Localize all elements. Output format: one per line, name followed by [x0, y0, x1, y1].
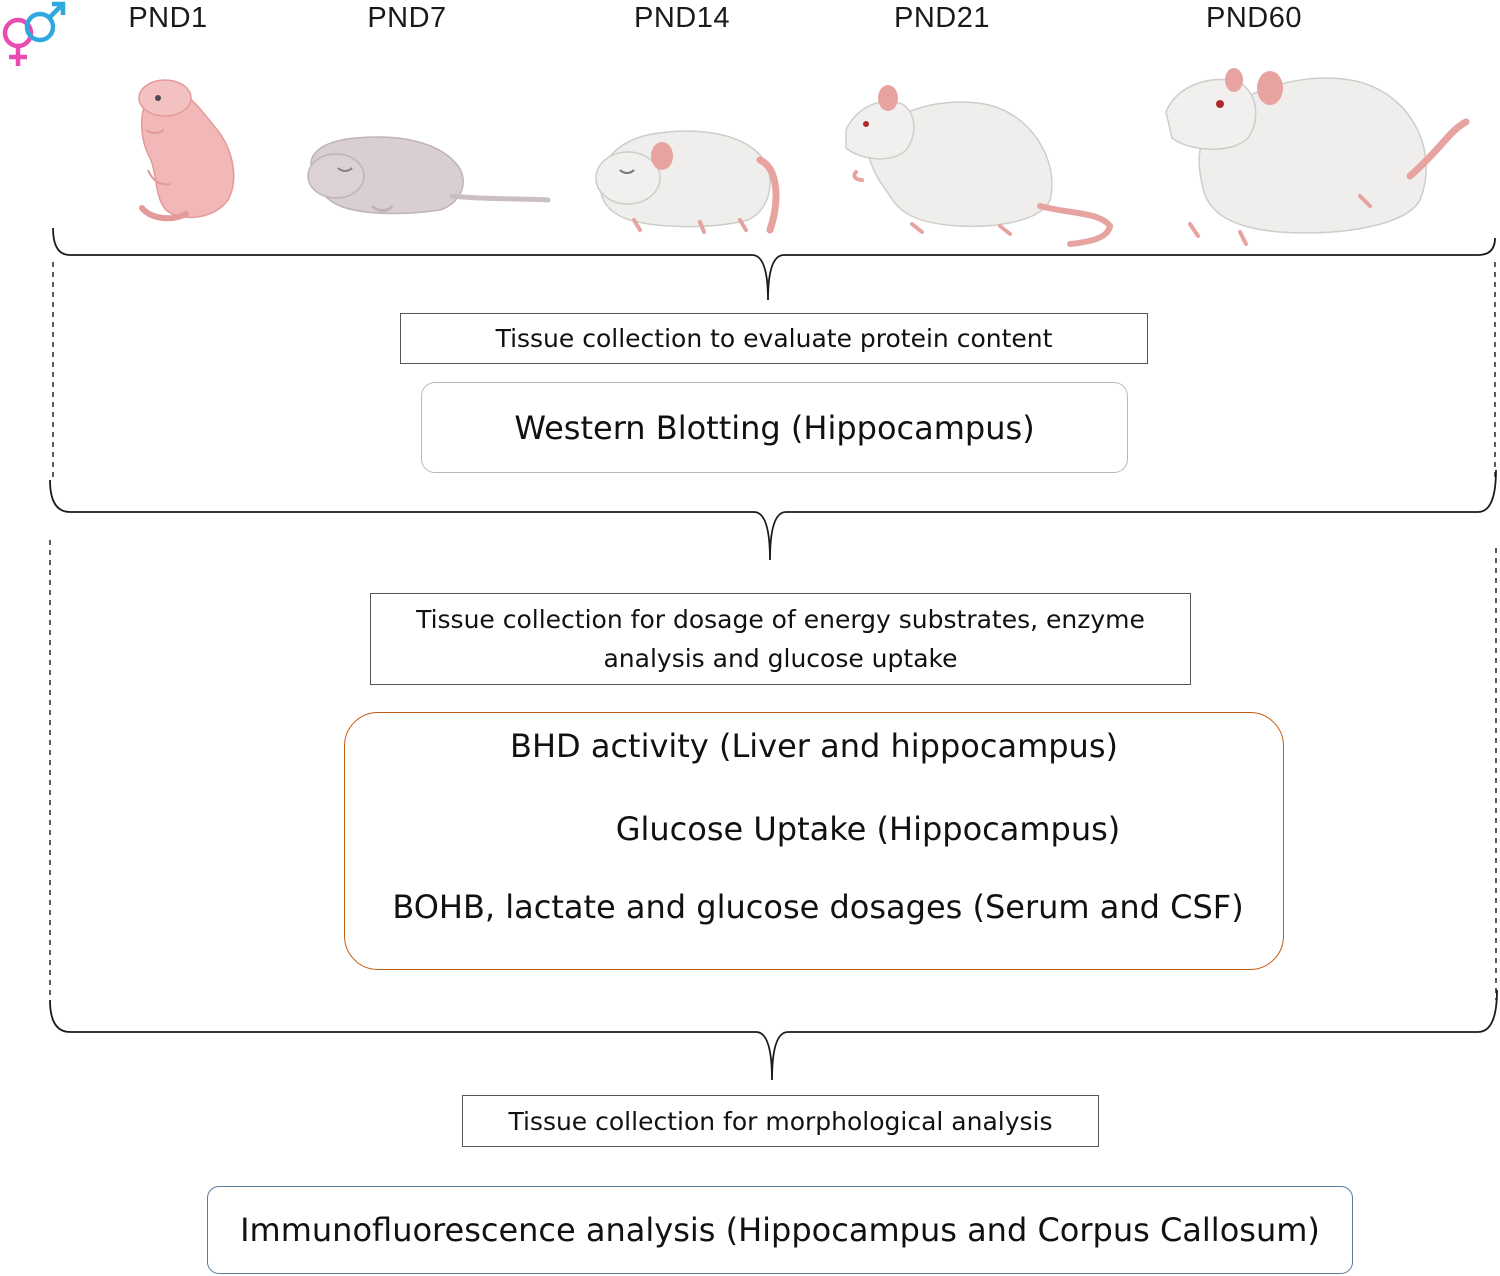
pnd21-rat-illustration: [845, 85, 1114, 247]
age-label-pnd1: PND1: [128, 2, 208, 34]
stage2-brace: [49, 989, 1498, 1081]
stage2-method-dosages: BOHB, lactate and glucose dosages (Serum…: [392, 888, 1244, 926]
stage1-method-label: Western Blotting (Hippocampus): [514, 408, 1035, 447]
pnd7-pup-illustration: [307, 136, 551, 215]
stage1-step-box: Tissue collection to evaluate protein co…: [400, 313, 1148, 364]
age-label-pnd7: PND7: [367, 2, 447, 34]
stage2-method-glucose-uptake: Glucose Uptake (Hippocampus): [615, 810, 1121, 848]
stage2-method-box: BHD activity (Liver and hippocampus) Glu…: [344, 712, 1284, 970]
stage2-step-box: Tissue collection for dosage of energy s…: [370, 593, 1191, 685]
pnd60-rat-illustration: [1165, 68, 1470, 246]
stage3-step-label: Tissue collection for morphological anal…: [508, 1106, 1053, 1136]
pnd14-rat-illustration: [595, 130, 780, 234]
age-label-pnd21: PND21: [894, 2, 990, 34]
stage1-method-box: Western Blotting (Hippocampus): [421, 382, 1128, 473]
stage3-method-label: Immunofluorescence analysis (Hippocampus…: [240, 1211, 1320, 1249]
stage1-step-label: Tissue collection to evaluate protein co…: [495, 324, 1053, 353]
age-range-brace-top: [52, 227, 1496, 301]
stage1-brace: [49, 469, 1497, 561]
stage3-step-box: Tissue collection for morphological anal…: [462, 1095, 1099, 1147]
age-label-pnd60: PND60: [1206, 2, 1302, 34]
stage2-method-bhd: BHD activity (Liver and hippocampus): [510, 727, 1118, 765]
age-label-pnd14: PND14: [634, 2, 730, 34]
pnd1-pup-illustration: [138, 79, 235, 222]
stage3-method-box: Immunofluorescence analysis (Hippocampus…: [207, 1186, 1353, 1274]
stage2-step-label-line2: analysis and glucose uptake: [603, 644, 958, 673]
stage2-step-label-line1: Tissue collection for dosage of energy s…: [416, 605, 1145, 634]
male-female-symbol-icon: [2, 1, 66, 66]
